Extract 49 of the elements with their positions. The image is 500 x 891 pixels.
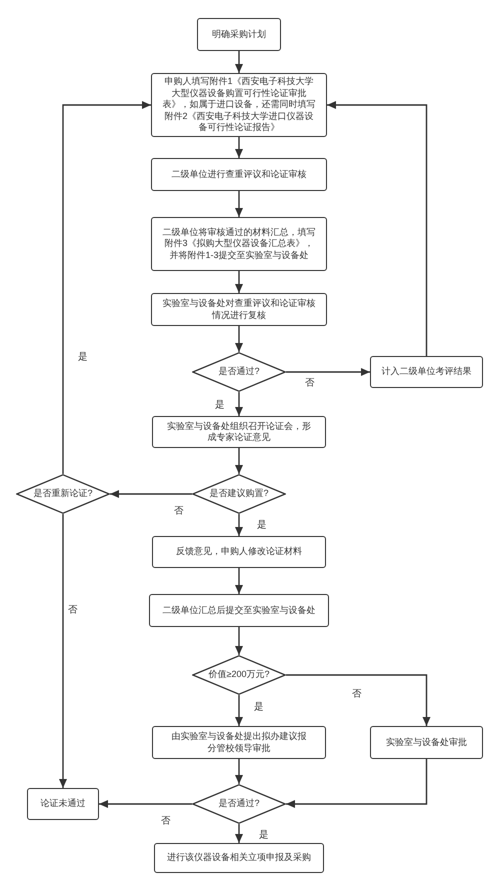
arrow (286, 368, 370, 376)
edge-label: 是 (214, 400, 226, 410)
edge-label: 否 (173, 506, 185, 516)
arrow (235, 392, 243, 416)
process-box: 二级单位将审核通过的材料汇总，填写附件3《拟购大型仪器设备汇总表》，并将附件1-3提交至实验室与设备处 (151, 217, 327, 271)
arrow (62, 101, 151, 474)
arrow (235, 448, 243, 474)
decision-diamond: 价值≥200万元? (192, 655, 286, 695)
process-box: 计入二级单位考评结果 (370, 356, 483, 388)
decision-diamond: 是否通过? (192, 784, 286, 824)
arrow (99, 800, 192, 808)
edge-label: 否 (160, 816, 172, 826)
edge-label: 是 (256, 520, 268, 530)
process-box: 实验室与设备处组织召开论证会，形成专家论证意见 (152, 416, 326, 448)
process-box: 二级单位汇总后提交至实验室与设备处 (149, 594, 329, 627)
process-box: 论证未通过 (27, 788, 99, 820)
edge-label: 否 (304, 378, 316, 388)
edge-label: 否 (351, 688, 363, 700)
arrow (235, 824, 243, 843)
edge-label: 否 (67, 604, 79, 616)
arrow (59, 514, 67, 788)
arrow (235, 759, 243, 784)
decision-diamond: 是否通过? (192, 352, 286, 392)
process-box: 进行该仪器设备相关立项申报及采购 (154, 843, 324, 873)
process-box: 反馈意见，申购人修改论证材料 (152, 536, 326, 568)
edge-label: 是 (253, 702, 265, 712)
process-box: 二级单位进行查重评议和论证审核 (151, 158, 327, 191)
process-box: 明确采购计划 (197, 18, 281, 51)
arrow (235, 627, 243, 655)
arrow (235, 568, 243, 594)
process-box: 实验室与设备处对查重评议和论证审核情况进行复核 (151, 293, 327, 326)
arrow (110, 490, 192, 498)
arrow (235, 51, 243, 73)
arrow (235, 695, 243, 726)
edge-label: 是 (258, 830, 270, 840)
process-box: 由实验室与设备处提出拟办建议报分管校领导审批 (152, 726, 326, 759)
process-box: 申购人填写附件1《西安电子科技大学大型仪器设备购置可行性论证审批表》，如属于进口设备，还需同时填写附件2《西安电子科技大学进口仪器设备可行性论证报告》 (151, 73, 327, 137)
arrow (235, 191, 243, 217)
arrow (235, 326, 243, 352)
decision-diamond: 是否建议购置? (192, 474, 286, 514)
process-box: 实验室与设备处审批 (370, 726, 483, 759)
arrow (286, 759, 428, 808)
arrow (286, 674, 430, 726)
arrow (235, 514, 243, 536)
decision-diamond: 是否重新论证? (16, 474, 110, 514)
arrow (235, 271, 243, 293)
arrow (235, 137, 243, 158)
edge-label: 是 (77, 352, 89, 362)
arrow (327, 101, 428, 356)
